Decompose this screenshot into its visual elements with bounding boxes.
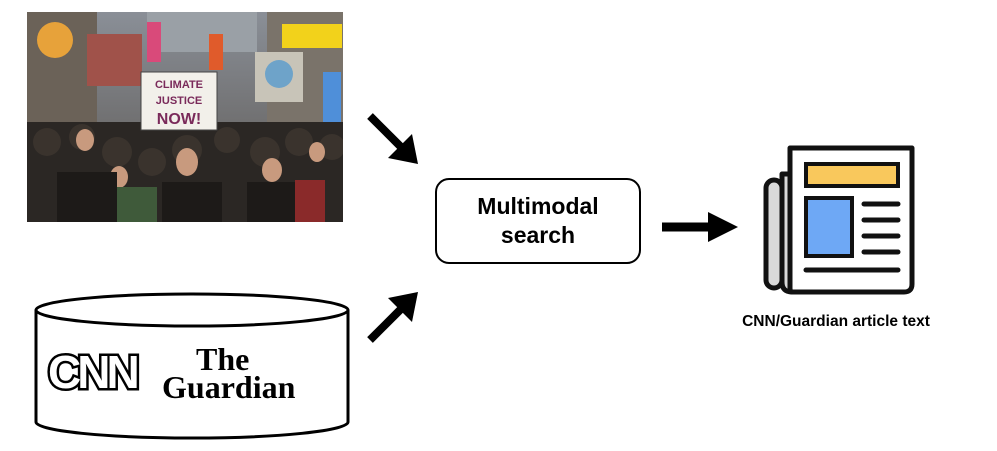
multimodal-search-box: Multimodal search <box>435 178 641 264</box>
newspaper-icon <box>762 142 917 297</box>
search-box-line1: Multimodal <box>477 193 599 219</box>
arrow-search-to-article <box>660 210 740 244</box>
news-database: CNN The Guardian <box>34 292 350 440</box>
arrow-photo-to-search <box>366 112 422 168</box>
search-box-line2: search <box>500 222 576 248</box>
arrow-database-to-search <box>366 288 422 344</box>
sign-line-2: JUSTICE <box>156 95 202 107</box>
guardian-logo-line2: Guardian <box>162 369 296 405</box>
cnn-logo: CNN <box>48 346 137 398</box>
sign-line-3: NOW! <box>157 111 201 128</box>
article-text-label: CNN/Guardian article text <box>742 313 930 330</box>
sign-line-1: CLIMATE <box>155 79 203 91</box>
guardian-logo-line1: The <box>196 341 249 377</box>
protest-photo: CLIMATE JUSTICE NOW! <box>27 12 343 222</box>
